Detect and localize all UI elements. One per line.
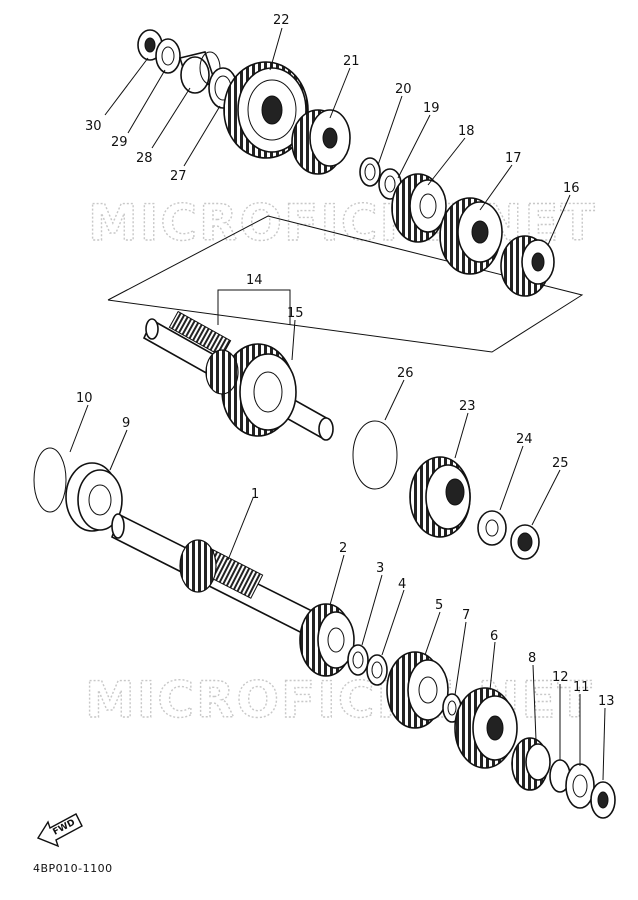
- label-part-27: 27: [170, 169, 187, 184]
- label-part-19: 19: [423, 101, 440, 116]
- label-part-23: 23: [459, 399, 476, 414]
- label-part-9: 9: [122, 416, 130, 431]
- part-29-washer: [155, 38, 181, 74]
- label-part-12: 12: [552, 670, 569, 685]
- part-25-bearing: [510, 524, 540, 560]
- label-part-11: 11: [573, 680, 590, 695]
- part-9-bearing: [65, 462, 123, 532]
- part-1-drive-axle: [111, 513, 332, 644]
- part-11-bearing: [565, 763, 595, 809]
- part-16-gear: [500, 235, 555, 297]
- part-18-gear: [391, 173, 447, 243]
- label-part-10: 10: [76, 391, 93, 406]
- part-22-gear: [223, 61, 309, 159]
- leader-lines: [69, 27, 606, 781]
- part-20-circlip: [359, 157, 381, 187]
- label-part-3: 3: [376, 561, 384, 576]
- label-part-24: 24: [516, 432, 533, 447]
- part-6-gear: [454, 687, 518, 769]
- fwd-arrow-icon: FWD: [36, 813, 83, 848]
- label-part-6: 6: [490, 629, 498, 644]
- label-part-5: 5: [435, 598, 443, 613]
- label-part-1: 1: [251, 487, 259, 502]
- watermark-bottom: MICROFICHE.NET: [85, 671, 594, 729]
- label-part-8: 8: [528, 651, 536, 666]
- part-2-gear: [299, 603, 355, 677]
- label-part-13: 13: [598, 694, 615, 709]
- part-8-gear: [511, 737, 551, 791]
- part-17-gear: [439, 197, 503, 275]
- part-24-washer: [477, 510, 507, 546]
- label-part-22: 22: [273, 13, 290, 28]
- label-part-21: 21: [343, 54, 360, 69]
- diagram-code: 4BP010-1100: [33, 862, 113, 875]
- label-part-28: 28: [136, 151, 153, 166]
- label-part-4: 4: [398, 577, 406, 592]
- label-part-20: 20: [395, 82, 412, 97]
- part-21-gear: [291, 109, 351, 175]
- label-part-17: 17: [505, 151, 522, 166]
- label-part-16: 16: [563, 181, 580, 196]
- part-3-washer: [347, 644, 369, 676]
- part-23-gear: [409, 456, 471, 538]
- label-part-29: 29: [111, 135, 128, 150]
- label-part-14: 14: [246, 273, 263, 288]
- watermark-top: MICROFICHE.NET: [88, 194, 597, 252]
- label-part-25: 25: [552, 456, 569, 471]
- label-part-2: 2: [339, 541, 347, 556]
- part-4-circlip: [366, 654, 388, 686]
- label-part-15: 15: [287, 306, 304, 321]
- label-part-30: 30: [85, 119, 102, 134]
- part-10-circlip: [33, 447, 67, 513]
- label-part-7: 7: [462, 608, 470, 623]
- part-13-collar: [590, 781, 616, 819]
- label-part-26: 26: [397, 366, 414, 381]
- part-26-circlip: [352, 420, 398, 490]
- part-5-gear: [386, 651, 449, 729]
- part-15-gear: [205, 343, 297, 437]
- label-part-18: 18: [458, 124, 475, 139]
- subassembly-bracket: [107, 215, 584, 353]
